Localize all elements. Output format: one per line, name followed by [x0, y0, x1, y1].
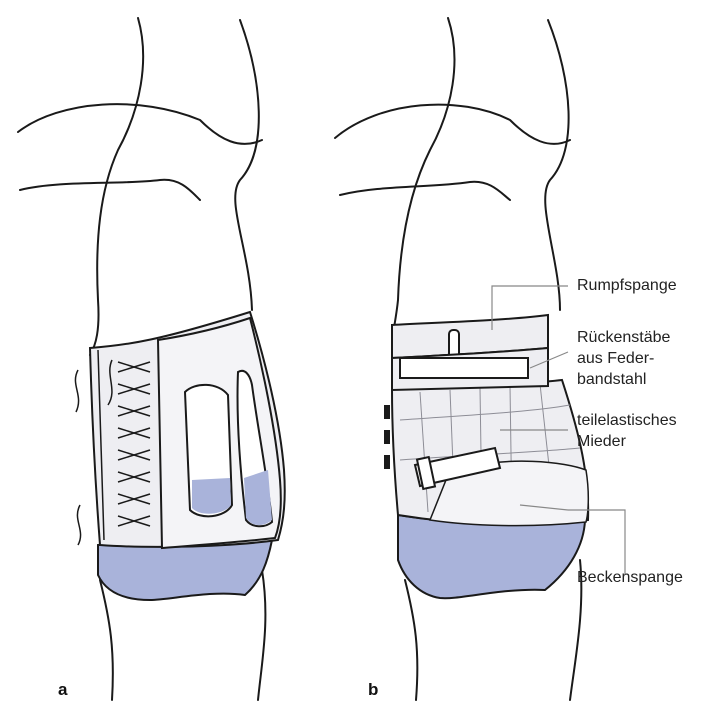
panel-a-armpit: [20, 180, 200, 200]
panel-a-briefs: [98, 540, 272, 600]
panel-b-rueckenstaebe-slot: [400, 358, 528, 378]
label-rueckenstaebe-line-2: aus Feder-: [577, 349, 654, 368]
panel-b-leg-back: [405, 580, 417, 700]
panel-a-arm: [18, 104, 262, 144]
panel-b-side-stays: [384, 405, 390, 469]
panel-a-leg-front: [258, 570, 265, 700]
panel-b-armpit: [340, 182, 510, 200]
label-mieder-line-1: teilelastisches: [577, 411, 677, 430]
panel-label-a: a: [58, 680, 67, 700]
panel-a-leg-back: [100, 580, 113, 700]
label-beckenspange: Beckenspange: [577, 568, 683, 587]
panel-a-window-2-blue: [244, 470, 272, 525]
label-rueckenstaebe-line-1: Rückenstäbe: [577, 328, 670, 347]
label-mieder-line-2: Mieder: [577, 432, 626, 451]
panel-b-arm: [335, 105, 570, 144]
panel-b-torso-front: [545, 20, 568, 310]
panel-a-window-1-blue: [192, 478, 231, 514]
panel-a-torso-back: [90, 18, 143, 355]
label-rumpfspange: Rumpfspange: [577, 276, 677, 295]
panel-b-briefs: [398, 515, 585, 598]
panel-label-b: b: [368, 680, 378, 700]
panel-b-torso-back: [392, 18, 454, 345]
panel-a-torso-front: [235, 20, 259, 310]
label-rueckenstaebe-line-3: bandstahl: [577, 370, 646, 389]
